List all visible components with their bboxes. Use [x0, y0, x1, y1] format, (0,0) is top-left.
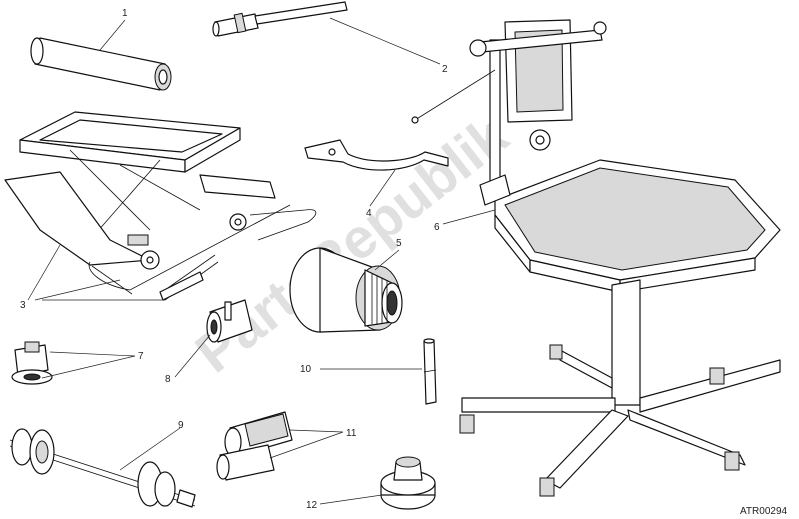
part-5-threaded-sleeve[interactable]: [289, 247, 403, 333]
part-11-split-sleeves[interactable]: [216, 411, 293, 481]
part-7-adapter[interactable]: [11, 341, 53, 385]
callout-2: 2: [442, 64, 448, 75]
part-9-axle-puller[interactable]: [9, 428, 196, 508]
callout-10: 10: [300, 364, 312, 375]
part-1-roller[interactable]: [30, 37, 172, 91]
callout-7: 7: [138, 351, 144, 362]
reference-code: ATR00294: [740, 506, 788, 517]
callout-labels: 1 2 3 4 5 6 7 8 9 10 11 12: [20, 8, 448, 511]
callout-1: 1: [122, 8, 128, 19]
callout-9: 9: [178, 420, 184, 431]
callout-3: 3: [20, 300, 26, 311]
watermark-text: PartsRepublik: [184, 102, 520, 384]
callout-5: 5: [396, 238, 402, 249]
callout-6: 6: [434, 222, 440, 233]
part-2-lever-pin[interactable]: [212, 1, 348, 37]
leader-lines: [27, 17, 496, 505]
callout-8: 8: [165, 374, 171, 385]
part-12-cap[interactable]: [380, 456, 436, 510]
part-10-pin[interactable]: [423, 338, 437, 405]
callout-12: 12: [306, 500, 318, 511]
part-8-pin-tube[interactable]: [206, 299, 253, 343]
part-4-pin-spanner[interactable]: [304, 139, 449, 171]
part-6-service-stand[interactable]: [411, 19, 781, 497]
part-3-lift-stand[interactable]: [4, 111, 317, 301]
callout-4: 4: [366, 208, 372, 219]
watermark: PartsRepublik: [184, 102, 520, 384]
callout-11: 11: [346, 428, 357, 439]
